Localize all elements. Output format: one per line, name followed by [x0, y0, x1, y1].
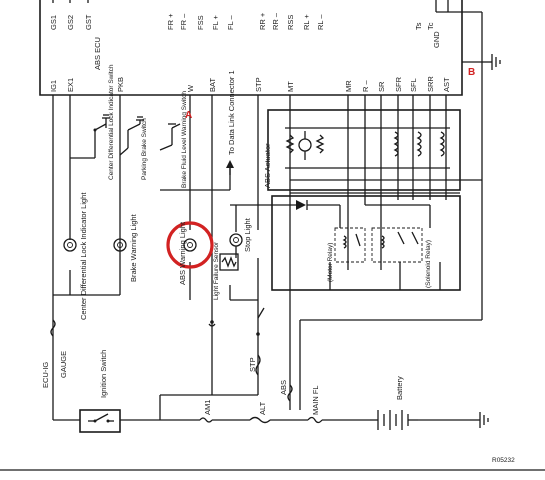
label-alt: ALT [258, 401, 267, 415]
ecu-top-pin-label: Tc [426, 22, 435, 30]
ecu-top-pin-label: FR – [179, 13, 188, 30]
label-solenoid-relay: (Solenoid Relay) [425, 240, 432, 288]
label-abs-warning-light: ABS Warning Light [178, 221, 187, 285]
alt-fuse: ALT [249, 401, 271, 424]
ecu-bottom-pin-label: PKB [116, 77, 125, 92]
ecu-top-pin-label: Ts [414, 22, 423, 30]
abs-warning-light: ABS Warning Light [166, 221, 214, 285]
solenoid-relay: (Solenoid Relay) [371, 227, 432, 288]
label-stop-light: Stop Light [243, 217, 252, 252]
label-am1: AM1 [203, 400, 212, 415]
ecu-bottom-pin-label: SFL [409, 78, 418, 92]
stp-fuse: STP [248, 354, 261, 376]
ecu-bottom-pin-label: SR [377, 81, 386, 92]
label-ignition-switch: Ignition Switch [99, 350, 108, 398]
ecu-bottom-pin-label: MR [344, 80, 353, 92]
center-diff-lock-indicator-light: Center Differential Lock Indicator Light [63, 192, 88, 320]
ecu-top-pin-label: RR – [271, 12, 280, 30]
data-link-connector: To Data Link Connector 1 [226, 70, 236, 175]
ignition-switch: Ignition Switch [79, 350, 121, 433]
ecu-bottom-pin-label: IG1 [49, 80, 58, 92]
parking-brake-switch: Parking Brake Switch [119, 95, 148, 240]
ecu-top-pin-label: RL + [302, 14, 311, 30]
center-diff-lock-switch: Center Differential Lock Indicator Switc… [93, 64, 115, 180]
ecu-top-pin-label: RR + [258, 12, 267, 30]
brake-fluid-level-switch: Brake Fluid Level Warning Switch [159, 91, 188, 188]
ground-icon [482, 54, 501, 70]
marker-b: B [468, 67, 475, 78]
label-brake-fluid-switch: Brake Fluid Level Warning Switch [181, 91, 188, 188]
ecu-bottom-pins: IG1 EX1 PKB W BAT STP MT MR R – SR SFR SFL SRR AST [49, 76, 451, 92]
ecu-bottom-pin-label: BAT [208, 78, 217, 92]
diode-icon [258, 200, 340, 210]
label-center-diff-light: Center Differential Lock Indicator Light [79, 192, 88, 320]
ecu-top-pin-label: RSS [286, 15, 295, 30]
marker-a: A [185, 110, 192, 121]
main-fl-fuse: MAIN FL [307, 385, 323, 424]
stop-light: Stop Light [229, 217, 252, 258]
ecu-top-pin-label: GS2 [66, 15, 75, 30]
highlight-circle [166, 221, 214, 269]
ecu-top-pin-label: GST [84, 14, 93, 30]
ecu-bottom-pin-label: SFR [394, 76, 403, 92]
label-center-diff-switch: Center Differential Lock Indicator Switc… [108, 64, 115, 180]
ecu-bottom-pin-label: EX1 [66, 78, 75, 92]
ecu-bottom-pin-label: MT [286, 81, 295, 92]
light-failure-sensor: Light Failure Sensor [213, 241, 239, 300]
ecu-name: ABS ECU [93, 37, 102, 70]
bottom-bus [120, 394, 470, 421]
motor-relay: (Motor Relay) [327, 227, 366, 282]
label-main-fl: MAIN FL [311, 385, 320, 415]
abs-ecu: ABS ECU GS1 GS2 GST FR + FR – FSS FL + FL – RR +… [39, 0, 463, 96]
ecu-bottom-pin-label: STP [254, 77, 263, 92]
ecu-top-pin-label: FR + [166, 13, 175, 30]
actuator-bus [290, 95, 460, 270]
label-ecu-ig: ECU-IG [41, 362, 50, 388]
battery-icon: Battery [370, 376, 418, 430]
label-parking-brake-switch: Parking Brake Switch [141, 118, 148, 180]
motor-icon [298, 131, 312, 160]
ecu-bottom-pin-label: SRR [426, 76, 435, 92]
relay-box: (Motor Relay) (Solenoid Relay) [258, 195, 461, 291]
abs-actuator: ABS Actuator [263, 109, 461, 191]
ecu-ig-fuse: ECU-IG GAUGE [41, 319, 68, 388]
label-brake-warning-light: Brake Warning Light [129, 213, 138, 282]
stp-wiring [229, 95, 265, 395]
ecu-bottom-pin-label: W [186, 84, 195, 92]
label-gauge: GAUGE [59, 351, 68, 378]
label-abs: ABS [279, 380, 288, 395]
label-stp: STP [248, 357, 257, 372]
am1-fuse: AM1 [199, 400, 213, 423]
ecu-top-pin-label: GND [432, 31, 441, 48]
ecu-top-wiring [52, 0, 483, 63]
ecu-top-pin-label: FL + [211, 14, 220, 30]
ecu-bottom-pin-label: AST [442, 77, 451, 92]
label-battery: Battery [395, 376, 404, 400]
brake-warning-light: Brake Warning Light [113, 213, 138, 282]
ground-icon [470, 412, 489, 428]
solenoid-coil-icon [393, 131, 445, 157]
ecu-top-pins: GS1 GS2 GST FR + FR – FSS FL + FL – RR + RR – RSS R… [49, 12, 441, 48]
ecu-top-pin-label: FSS [196, 15, 205, 30]
ecu-top-pin-label: FL – [226, 14, 235, 30]
label-light-failure-sensor: Light Failure Sensor [213, 241, 220, 300]
ecu-top-pin-label: GS1 [49, 15, 58, 30]
label-data-link: To Data Link Connector 1 [227, 70, 236, 155]
ig1-wiring [52, 95, 121, 421]
abs-fuse: ABS [279, 380, 293, 402]
reference-number: R05232 [492, 457, 515, 464]
label-abs-actuator: ABS Actuator [263, 143, 272, 188]
ecu-top-pin-label: RL – [316, 14, 325, 30]
ecu-bottom-pin-label: R – [361, 80, 370, 93]
right-ground-line [299, 62, 483, 410]
